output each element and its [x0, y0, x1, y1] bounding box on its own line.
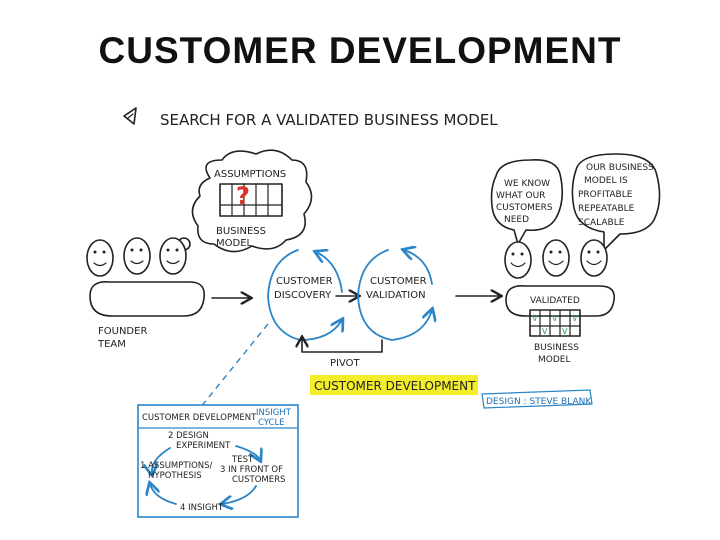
check-mark-3: V [572, 314, 578, 323]
speech-left-line-1: WE KNOW [504, 179, 550, 189]
validated-label: VALIDATED [530, 296, 580, 306]
check-mark-2: V [552, 314, 558, 323]
step-3-line-1: TEST [231, 455, 254, 465]
banner-text: CUSTOMER DEVELOPMENT [314, 379, 476, 393]
pivot-path: PIVOT [302, 338, 383, 369]
validation-label-1: CUSTOMER [370, 276, 427, 287]
speech-right-line-4: REPEATABLE [578, 204, 635, 214]
step-2-line-1: 2 DESIGN [168, 431, 209, 441]
check-mark-1: V [532, 314, 538, 323]
header-text: SEARCH FOR A VALIDATED BUSINESS MODEL [160, 111, 498, 129]
founder-face-1 [86, 239, 114, 277]
question-mark: ? [236, 182, 250, 210]
credit-text: DESIGN : STEVE BLANK [486, 397, 592, 407]
team-label: TEAM [97, 339, 126, 350]
customer-validation-loop: CUSTOMER VALIDATION [357, 250, 432, 341]
assumptions-label: ASSUMPTIONS [214, 169, 286, 180]
validated-table [505, 284, 616, 317]
validated-business-label: BUSINESS [534, 343, 579, 353]
validated-face-3 [580, 239, 608, 277]
speech-bubble-right: OUR BUSINESS MODEL IS PROFITABLE REPEATA… [571, 153, 661, 251]
compass-icon [123, 107, 137, 125]
business-model-canvas [219, 183, 283, 217]
card-header-left: CUSTOMER DEVELOPMENT [142, 413, 257, 423]
validated-business-model-canvas: V V V V V [529, 309, 581, 337]
discovery-label-2: DISCOVERY [274, 290, 332, 301]
check-mark-5: V [562, 327, 568, 336]
founder-label: FOUNDER [98, 326, 147, 337]
speech-left-line-4: NEED [504, 215, 529, 225]
speech-right-line-3: PROFITABLE [578, 190, 633, 200]
validated-face-1 [504, 241, 532, 279]
thought-bubble: ASSUMPTIONS ? BUSINESS MODEL [165, 149, 313, 261]
banner-highlight [310, 375, 478, 395]
step-2-line-2: EXPERIMENT [176, 441, 231, 451]
dashed-connector [199, 323, 269, 409]
card-header-right-2: CYCLE [258, 418, 285, 428]
validated-team-group: VALIDATED V V V V V BUSINESS MODEL [504, 239, 616, 365]
speech-right-line-5: SCALABLE [578, 218, 625, 228]
check-mark-4: V [542, 327, 548, 336]
validated-face-2 [542, 239, 570, 277]
page-title: CUSTOMER DEVELOPMENT [98, 30, 622, 71]
founder-table [89, 280, 206, 317]
design-credit: DESIGN : STEVE BLANK [481, 389, 593, 409]
discovery-label-1: CUSTOMER [276, 276, 333, 287]
founder-face-3 [159, 237, 187, 275]
insight-cycle-loop [150, 445, 260, 504]
step-4-label: 4 INSIGHT [180, 503, 224, 513]
step-1-line-2: HYPOTHESIS [148, 471, 202, 481]
pivot-label: PIVOT [330, 358, 361, 369]
step-3-line-2: 3 IN FRONT OF [220, 465, 283, 475]
insight-cycle-card: CUSTOMER DEVELOPMENT INSIGHT CYCLE 2 DES… [137, 404, 299, 518]
validation-label-2: VALIDATION [366, 290, 426, 301]
step-3-line-3: CUSTOMERS [232, 475, 285, 485]
business-label: BUSINESS [216, 226, 266, 237]
model-label: MODEL [216, 238, 253, 249]
step-1-line-1: 1 ASSUMPTIONS/ [140, 461, 213, 471]
speech-right-line-2: MODEL IS [584, 176, 628, 186]
speech-left-line-3: CUSTOMERS [496, 203, 553, 213]
speech-right-line-1: OUR BUSINESS [586, 163, 654, 173]
validated-model-label: MODEL [538, 355, 570, 365]
speech-bubble-left: WE KNOW WHAT OUR CUSTOMERS NEED [490, 158, 564, 245]
founder-team-group: FOUNDER TEAM [86, 237, 206, 350]
customer-development-banner: CUSTOMER DEVELOPMENT [310, 375, 478, 395]
founder-face-2 [123, 237, 151, 275]
customer-discovery-loop: CUSTOMER DISCOVERY [267, 250, 342, 341]
speech-left-line-2: WHAT OUR [496, 191, 545, 201]
header-row: SEARCH FOR A VALIDATED BUSINESS MODEL [123, 107, 498, 129]
card-header-right-1: INSIGHT [256, 408, 292, 418]
